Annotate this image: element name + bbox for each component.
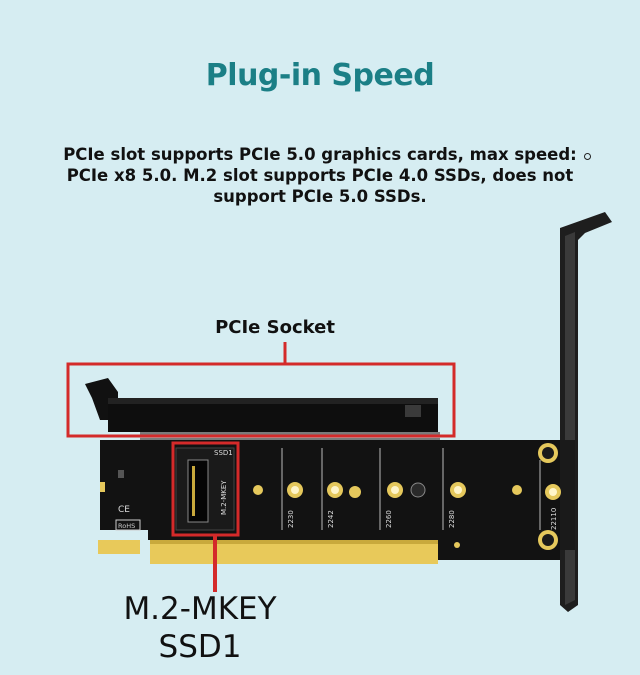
size-label-2280: 2280	[448, 510, 456, 528]
small-circle-icon	[584, 153, 591, 160]
size-label-2260: 2260	[385, 510, 393, 528]
size-label-22110: 22110	[550, 508, 558, 530]
m2-slot-highlight-box	[171, 441, 240, 537]
m2-connector: SSD1 M.2-MKEY	[175, 447, 235, 531]
size-marking-lines	[281, 448, 541, 530]
mount-holes	[253, 443, 561, 550]
gold-finger-connector	[98, 540, 438, 564]
page-title: Plug-in Speed	[205, 58, 435, 93]
m2-mkey-label-line1: M.2-MKEY	[123, 591, 277, 627]
pcie-socket-label: PCIe Socket	[215, 317, 335, 338]
metal-bracket	[553, 212, 612, 612]
slot-label-text: SSD1	[214, 449, 233, 457]
m2-mkey-label: M.2-MKEY SSD1	[100, 590, 300, 666]
pcie-socket	[85, 378, 440, 440]
mkey-board-text: M.2-MKEY	[220, 480, 228, 515]
board-components: CE RoHS	[100, 470, 141, 531]
ce-mark-text: CE	[118, 505, 130, 515]
size-label-2242: 2242	[327, 510, 335, 528]
rohs-text: RoHS	[118, 522, 135, 530]
pcie-socket-highlight-box	[66, 362, 456, 438]
description-text: PCIe slot supports PCIe 5.0 graphics car…	[63, 145, 577, 206]
m2-mkey-label-line2: SSD1	[158, 629, 242, 665]
size-label-2230: 2230	[287, 510, 295, 528]
